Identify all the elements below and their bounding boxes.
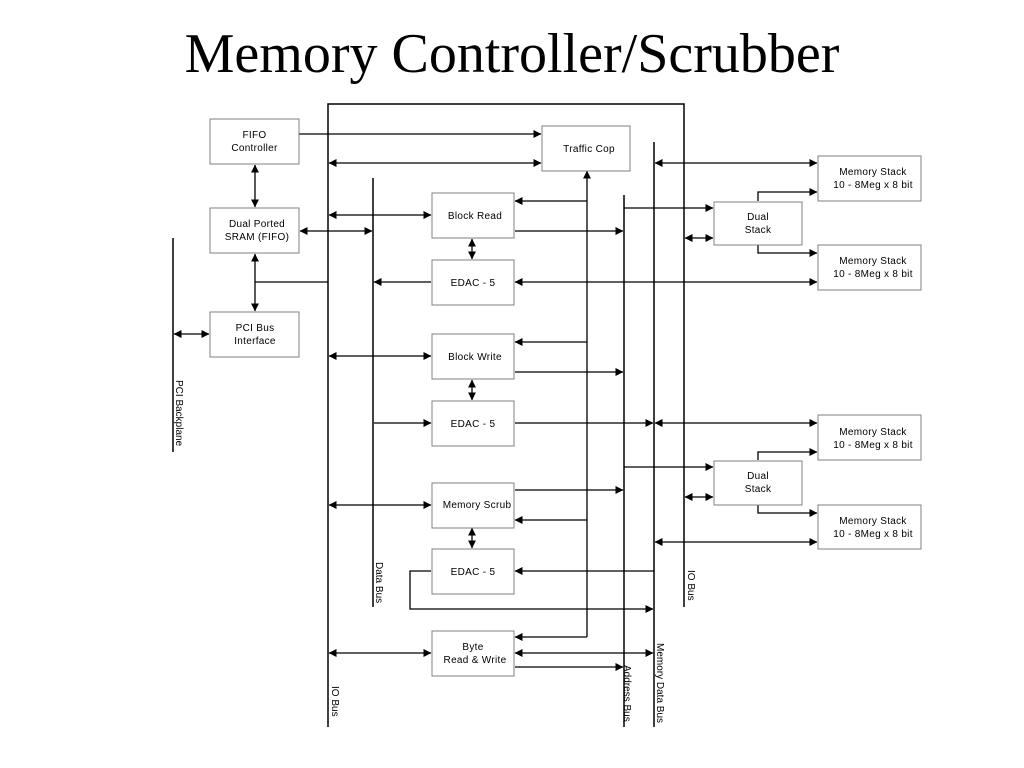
memory-stack-1-line-1: Memory Stack	[839, 167, 907, 178]
block-write-block: Block Write	[431, 333, 515, 380]
dual-stack-2-line-1: Dual	[747, 471, 769, 482]
pci-backplane-label: PCI Backplane	[173, 380, 184, 447]
dual-stack-block-2: Dual Stack	[713, 460, 803, 506]
memory-stack-2-line-2: 10 - 8Meg x 8 bit	[833, 269, 913, 280]
dual-ported-sram-block: Dual Ported SRAM (FIFO)	[209, 207, 300, 254]
memory-stack-4-line-2: 10 - 8Meg x 8 bit	[833, 529, 913, 540]
io-bus-frame	[327, 103, 685, 727]
fifo-controller-block: FIFO Controller	[209, 118, 300, 165]
data-bus-label: Data Bus	[373, 562, 384, 603]
memory-stack-1-line-2: 10 - 8Meg x 8 bit	[833, 180, 913, 191]
byte-read-write-line-1: Byte	[462, 642, 483, 653]
edac-block-1: EDAC - 5	[431, 259, 515, 306]
block-read-block: Block Read	[431, 192, 515, 239]
edac-1-label: EDAC - 5	[451, 278, 496, 289]
memory-scrub-block: Memory Scrub	[431, 482, 515, 529]
memory-stack-2-line-1: Memory Stack	[839, 256, 907, 267]
pci-bus-interface-block: PCI Bus Interface	[209, 311, 300, 358]
byte-read-write-line-2: Read & Write	[444, 655, 507, 666]
io-bus-right-label: IO Bus	[685, 570, 696, 601]
memory-stack-block-2: Memory Stack 10 - 8Meg x 8 bit	[817, 244, 922, 291]
block-read-label: Block Read	[448, 211, 502, 222]
dual-ported-sram-line-1: Dual Ported	[229, 219, 285, 230]
memory-stack-block-4: Memory Stack 10 - 8Meg x 8 bit	[817, 504, 922, 550]
dual-stack-1-line-2: Stack	[745, 225, 772, 236]
dual-stack-1-line-1: Dual	[747, 212, 769, 223]
memory-stack-3-line-2: 10 - 8Meg x 8 bit	[833, 440, 913, 451]
dual-ported-sram-line-2: SRAM (FIFO)	[225, 232, 289, 243]
address-bus-label: Address Bus	[621, 665, 632, 722]
io-bus-left-label: IO Bus	[329, 686, 340, 717]
edac-2-label: EDAC - 5	[451, 419, 496, 430]
slide-title: Memory Controller/Scrubber	[184, 23, 840, 85]
fifo-controller-line-1: FIFO	[243, 130, 267, 141]
memory-stack-block-1: Memory Stack 10 - 8Meg x 8 bit	[817, 155, 922, 202]
edac-block-3: EDAC - 5	[431, 548, 515, 595]
dual-stack-block-1: Dual Stack	[713, 201, 803, 246]
block-write-label: Block Write	[448, 352, 502, 363]
buses	[172, 103, 685, 727]
pci-bus-interface-line-1: PCI Bus	[236, 323, 275, 334]
memory-stack-block-3: Memory Stack 10 - 8Meg x 8 bit	[817, 414, 922, 461]
connectors	[173, 130, 818, 671]
edac-3-label: EDAC - 5	[451, 567, 496, 578]
memory-stack-3-line-1: Memory Stack	[839, 427, 907, 438]
fifo-controller-line-2: Controller	[231, 143, 278, 154]
memory-scrub-label: Memory Scrub	[443, 500, 512, 511]
dual-stack-2-line-2: Stack	[745, 484, 772, 495]
edac-block-2: EDAC - 5	[431, 400, 515, 447]
memory-stack-4-line-1: Memory Stack	[839, 516, 907, 527]
byte-read-write-block: Byte Read & Write	[431, 630, 515, 677]
traffic-cop-label: Traffic Cop	[563, 144, 615, 155]
memory-data-bus-label: Memory Data Bus	[654, 643, 665, 723]
traffic-cop-block: Traffic Cop	[541, 125, 631, 172]
pci-bus-interface-line-2: Interface	[234, 336, 276, 347]
